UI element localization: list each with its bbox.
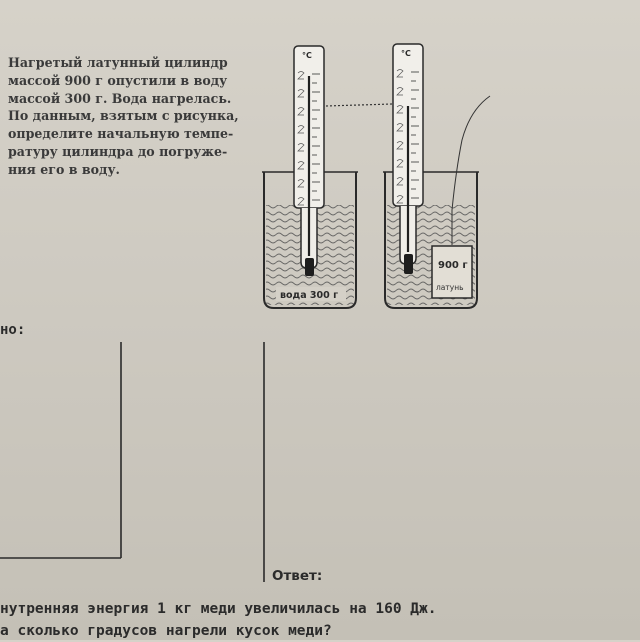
problem-text: Нагретый латунный цилиндр массой 900 г о… [8, 54, 258, 179]
problem-line: массой 900 г опустили в воду [8, 72, 228, 88]
thermometer-right [392, 43, 424, 274]
problem-line: ния его в воду. [8, 161, 120, 177]
problem-line: массой 300 г. Вода нагрелась. [8, 90, 232, 106]
answer-label: Ответ: [272, 568, 323, 584]
thermometer-left [293, 45, 325, 276]
next-problem-text: нутренняя энергия 1 кг меди увеличилась … [0, 598, 640, 642]
water-label: вода 300 г [280, 290, 338, 301]
cylinder-material-label: латунь [436, 283, 464, 292]
water-label-bg [276, 287, 346, 301]
unit-label-left: °C [302, 51, 312, 60]
unit-label-right: °C [401, 49, 411, 58]
cylinder-mass-label: 900 г [438, 260, 468, 271]
problem-line: ратуру цилиндра до погруже- [8, 143, 228, 159]
next-problem-line: нутренняя энергия 1 кг меди увеличилась … [0, 601, 437, 617]
next-problem-line: а сколько градусов нагрели кусок меди? [0, 623, 332, 639]
brass-cylinder [431, 245, 473, 299]
problem-line: По данным, взятым с рисунка, [8, 108, 239, 124]
level-dotted-line [325, 103, 393, 107]
given-label: но: [0, 322, 26, 338]
problem-line: Нагретый латунный цилиндр [8, 55, 228, 70]
problem-line: определите начальную темпе- [8, 126, 234, 142]
thread [451, 95, 491, 245]
